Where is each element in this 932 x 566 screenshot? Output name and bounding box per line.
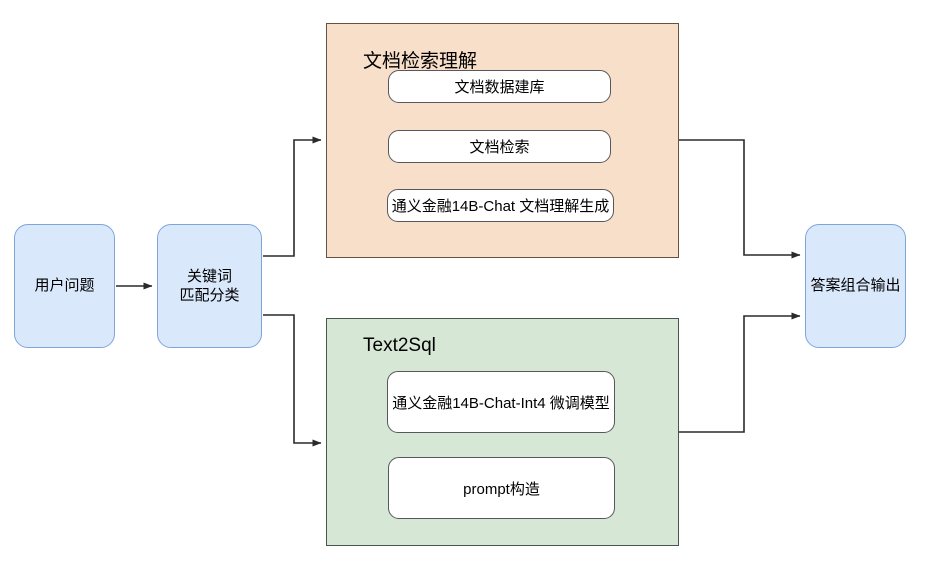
box-text2sql-model-label: 通义金融14B-Chat-Int4 微调模型	[392, 394, 610, 412]
panel-doc-retrieval-title: 文档检索理解	[363, 51, 478, 72]
edge-doc-panel-to-answer	[679, 139, 801, 259]
node-answer-output[interactable]: 答案组合输出	[805, 224, 906, 348]
box-doc-retrieval-label: 文档检索	[469, 139, 530, 156]
box-prompt-construction-label: prompt构造	[463, 480, 540, 498]
edge-text2sql-panel-to-answer	[679, 312, 801, 433]
box-doc-database-label: 文档数据建库	[454, 79, 545, 96]
node-keyword-match-line1: 关键词	[186, 267, 232, 285]
node-answer-output-label: 答案组合输出	[810, 277, 901, 295]
node-keyword-match-line2: 匹配分类	[179, 287, 240, 304]
panel-text2sql-title: Text2Sql	[363, 335, 436, 356]
box-doc-database[interactable]: 文档数据建库	[388, 70, 611, 103]
node-user-question[interactable]: 用户问题	[14, 224, 115, 348]
box-doc-understanding-model-label: 通义金融14B-Chat 文档理解生成	[391, 198, 610, 215]
box-doc-understanding-model[interactable]: 通义金融14B-Chat 文档理解生成	[387, 189, 614, 222]
node-keyword-match[interactable]: 关键词 匹配分类	[157, 224, 262, 348]
node-user-question-label: 用户问题	[34, 277, 95, 295]
box-prompt-construction[interactable]: prompt构造	[388, 457, 615, 519]
box-doc-retrieval[interactable]: 文档检索	[388, 130, 611, 163]
edge-keyword-to-doc-panel	[263, 136, 322, 257]
box-text2sql-model[interactable]: 通义金融14B-Chat-Int4 微调模型	[387, 371, 615, 433]
edge-keyword-to-text2sql-panel	[263, 314, 322, 447]
node-keyword-match-label: 关键词 匹配分类	[179, 267, 239, 306]
